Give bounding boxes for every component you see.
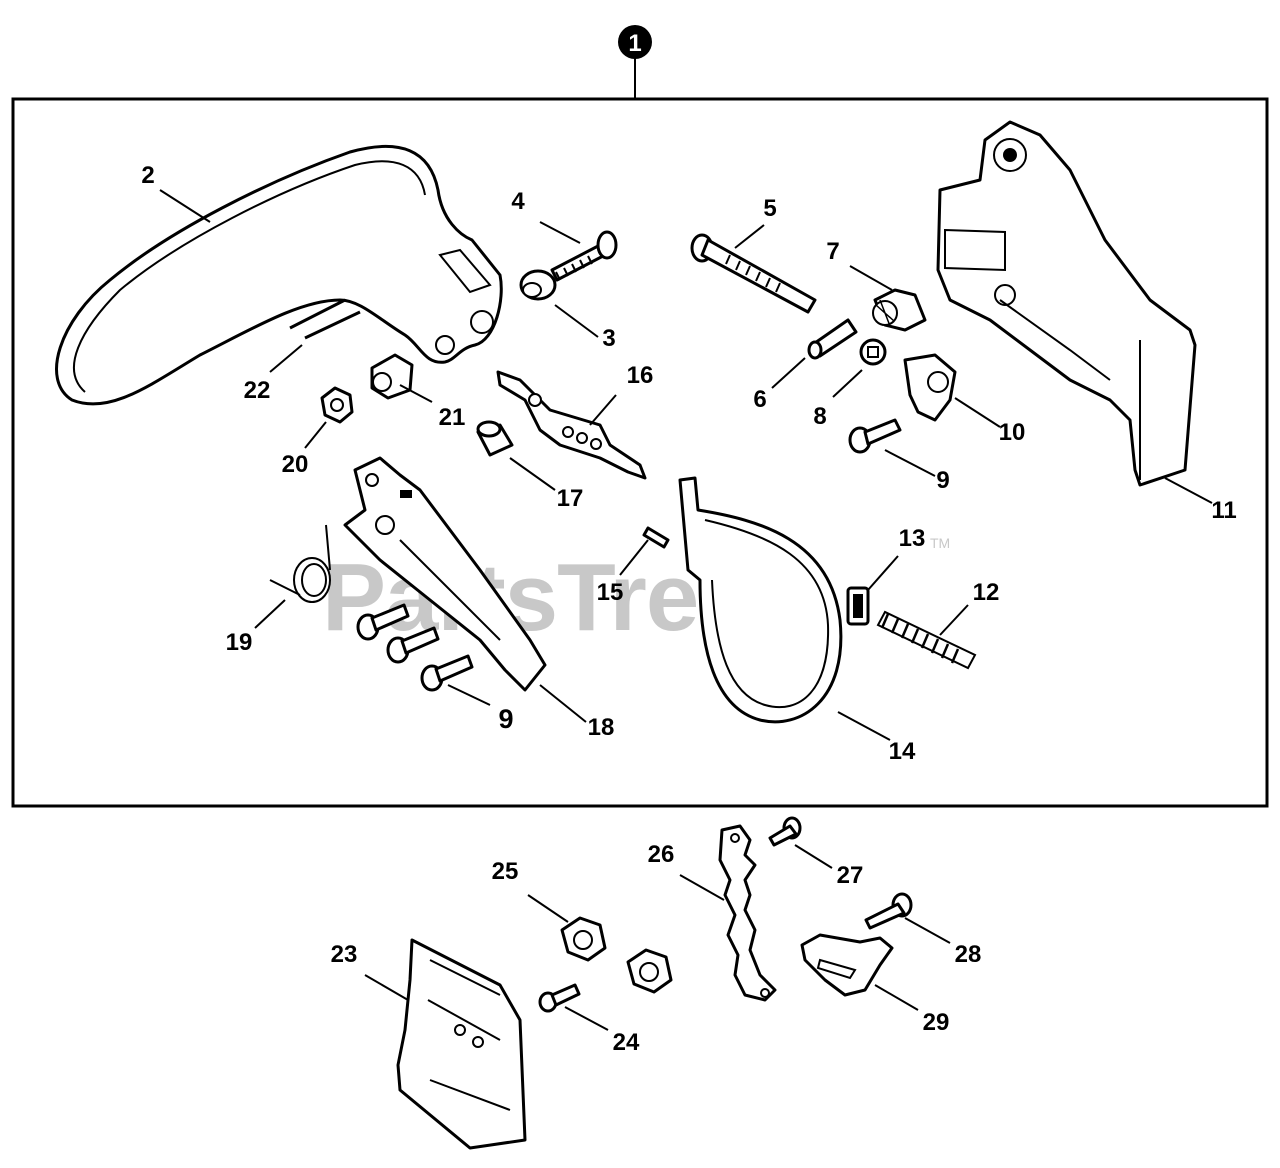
callout-2: 2 bbox=[141, 162, 154, 189]
callout-19: 19 bbox=[226, 629, 253, 656]
callout-12: 12 bbox=[973, 579, 1000, 606]
part-19-torsion-spring bbox=[269, 524, 331, 603]
callout-1: 1 bbox=[628, 30, 641, 57]
callout-6: 6 bbox=[753, 386, 766, 413]
callout-9-lower: 9 bbox=[498, 704, 513, 734]
part-5-adjuster-screw bbox=[690, 233, 817, 314]
callout-3: 3 bbox=[602, 325, 615, 352]
part-8-small-gear bbox=[859, 338, 887, 366]
callout-9-upper: 9 bbox=[936, 467, 949, 494]
part-17-bushing bbox=[476, 420, 514, 457]
callout-29: 29 bbox=[923, 1009, 950, 1036]
part-24-bolt bbox=[538, 983, 581, 1013]
callout-20: 20 bbox=[282, 451, 309, 478]
callout-4: 4 bbox=[511, 188, 525, 215]
callout-15: 15 bbox=[597, 579, 624, 606]
part-25-nuts bbox=[560, 916, 673, 994]
callout-8: 8 bbox=[813, 403, 826, 430]
callout-11: 11 bbox=[1211, 497, 1236, 524]
part-7-gear bbox=[872, 288, 927, 332]
callout-27: 27 bbox=[837, 862, 864, 889]
part-9-screws-lower bbox=[356, 603, 474, 692]
part-23-bar-plate bbox=[396, 938, 527, 1150]
callout-18: 18 bbox=[588, 714, 615, 741]
part-16-lever-plate bbox=[496, 370, 647, 480]
part-3-collar bbox=[519, 269, 557, 301]
callout-25: 25 bbox=[492, 858, 519, 885]
callout-13: 13 bbox=[899, 525, 926, 552]
callout-23: 23 bbox=[331, 941, 358, 968]
callout-16: 16 bbox=[627, 362, 654, 389]
callout-21: 21 bbox=[439, 404, 466, 431]
part-29-plate bbox=[800, 933, 894, 997]
leader-lines bbox=[159, 189, 1213, 1031]
part-11-sprocket-cover bbox=[936, 120, 1197, 487]
assembly-frame bbox=[11, 97, 1269, 808]
part-26-spiked-bumper bbox=[718, 824, 777, 1002]
callout-22: 22 bbox=[244, 377, 271, 404]
part-18-brake-lever bbox=[343, 456, 547, 692]
watermark-tm: TM bbox=[930, 535, 950, 551]
part-10-bracket bbox=[903, 353, 957, 422]
callout-10: 10 bbox=[999, 419, 1026, 446]
part-20-nut bbox=[320, 386, 354, 424]
part-2-guide-cover bbox=[55, 144, 503, 406]
part-27-screw bbox=[768, 816, 802, 847]
part-28-screw bbox=[864, 892, 913, 930]
part-9-screw-upper bbox=[848, 418, 902, 454]
part-15-pin bbox=[642, 526, 670, 549]
callout-labels: 2 3 4 5 6 7 8 9 10 11 12 13 14 15 16 17 … bbox=[141, 162, 1236, 1056]
part-12-spring bbox=[876, 610, 977, 670]
callout-17: 17 bbox=[557, 485, 584, 512]
part-6-pin bbox=[807, 318, 858, 360]
callout-5: 5 bbox=[763, 195, 776, 222]
callout-26: 26 bbox=[648, 841, 675, 868]
callout-7: 7 bbox=[826, 238, 839, 265]
part-14-brake-band bbox=[678, 476, 843, 724]
callout-28: 28 bbox=[955, 941, 982, 968]
part-21-nut bbox=[370, 353, 414, 400]
callout-14: 14 bbox=[889, 738, 916, 765]
assembly-callout-badge bbox=[618, 25, 652, 59]
part-4-bolt bbox=[550, 230, 618, 282]
part-13-block bbox=[846, 586, 870, 626]
callout-24: 24 bbox=[613, 1029, 640, 1056]
